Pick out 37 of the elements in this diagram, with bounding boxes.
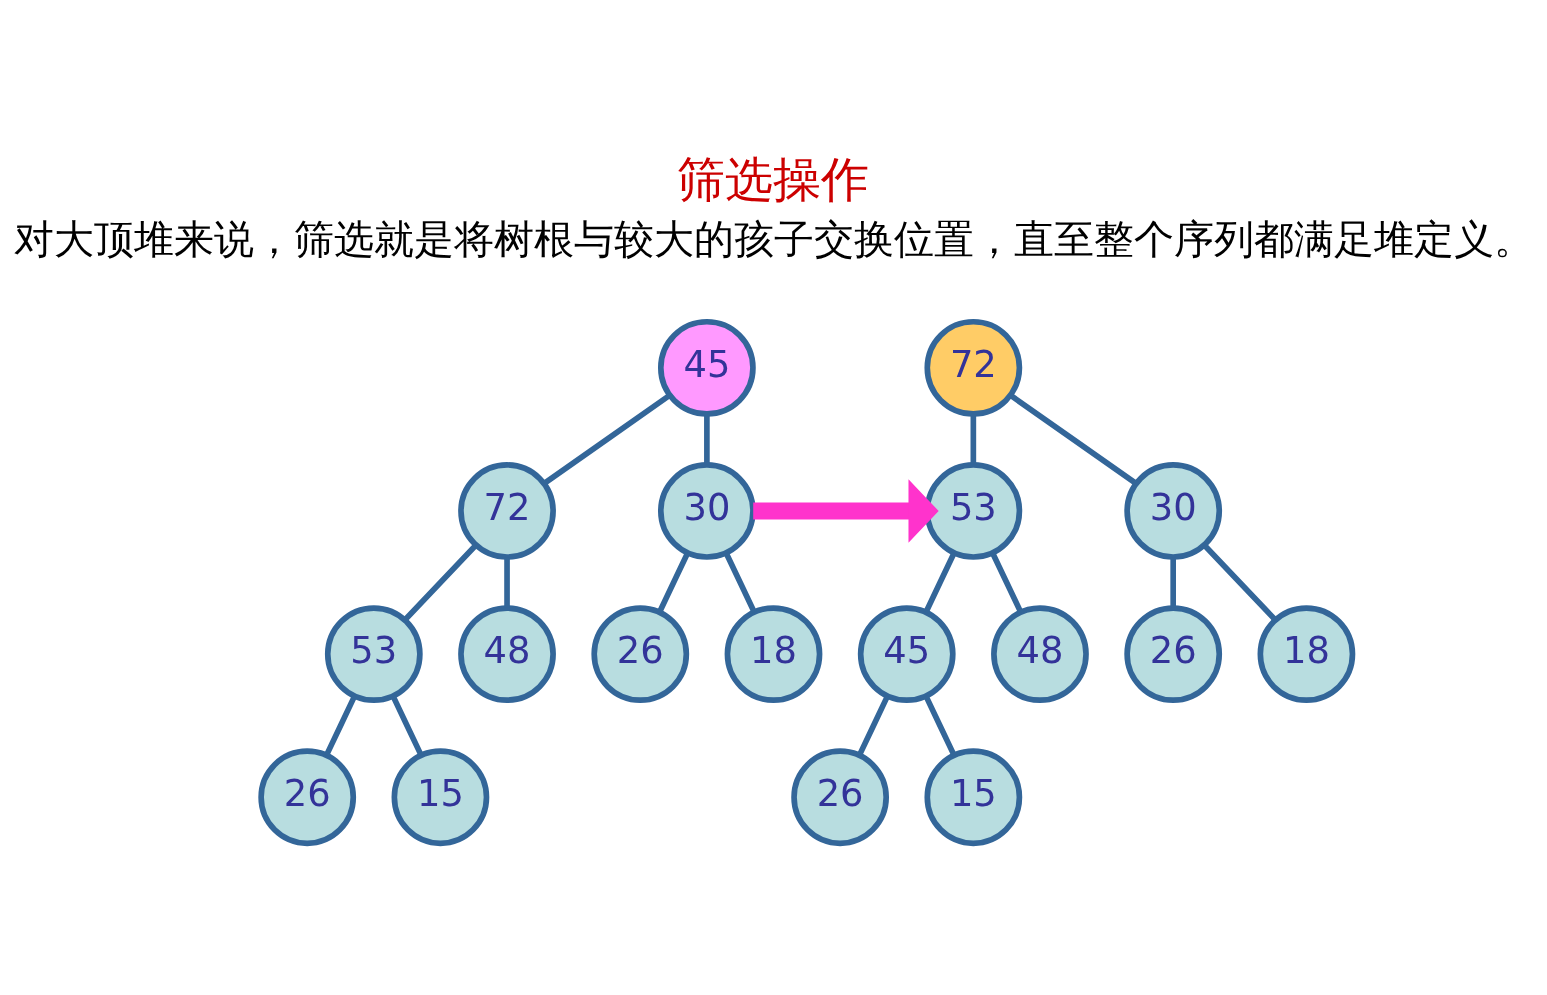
node-circle: 18 [724, 605, 823, 703]
node-circle: 53 [924, 462, 1023, 560]
arrow [753, 479, 939, 543]
connector [390, 694, 424, 757]
node-circle: 26 [258, 748, 357, 847]
node-circle: 53 [324, 605, 423, 703]
connector [656, 551, 691, 614]
connector [704, 414, 710, 465]
connector [1202, 543, 1278, 622]
connector [323, 694, 358, 757]
label: 对大顶堆来说，筛选就是将树根与较大的孩子交换位置，直至整个序列都满足堆定义。 [13, 215, 1534, 262]
node-circle: 45 [857, 605, 956, 703]
node-circle: 18 [1257, 605, 1356, 703]
connector [923, 551, 957, 614]
node-circle: 26 [791, 748, 889, 847]
node-circle: 15 [391, 748, 490, 847]
connector [402, 543, 478, 622]
node-circle: 30 [1124, 462, 1223, 560]
node-circle: 48 [458, 605, 556, 703]
node-circle: 72 [924, 318, 1023, 417]
connector [1008, 392, 1138, 486]
connector [543, 392, 672, 486]
connector [923, 694, 957, 757]
node-circle: 26 [1124, 605, 1223, 703]
node-circle: 72 [458, 462, 556, 560]
node-circle: 26 [591, 605, 690, 703]
connector [1170, 557, 1177, 608]
connector [504, 557, 510, 608]
connector [970, 414, 977, 465]
connector [723, 551, 757, 614]
node-circle: 15 [924, 748, 1023, 847]
node-circle: 45 [658, 318, 756, 417]
node-circle: 48 [991, 605, 1089, 703]
connector [856, 694, 891, 757]
connector [990, 551, 1024, 614]
node-circle: 30 [658, 462, 756, 560]
diagram-title: 筛选操作 [677, 150, 870, 207]
